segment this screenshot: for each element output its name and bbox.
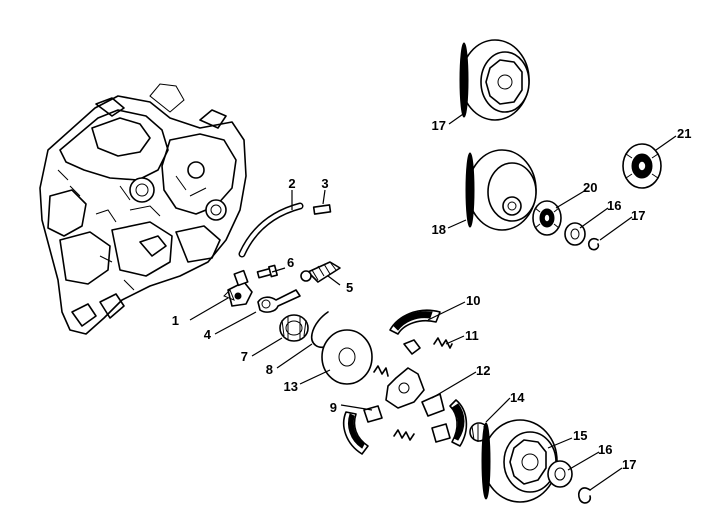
part-19-drum — [465, 149, 537, 231]
callout-4: 4 — [204, 327, 212, 342]
callout-16-upper: 16 — [607, 198, 621, 213]
clutch-spring-left — [373, 365, 389, 377]
part-8-spring-clip — [310, 311, 329, 349]
engine-housing — [39, 83, 247, 335]
callout-labels: 1 2 3 4 5 6 7 8 9 10 11 12 13 14 15 16 1… — [172, 118, 692, 472]
callout-10: 10 — [466, 293, 480, 308]
part-5-worm-gear — [300, 261, 341, 283]
callout-11: 11 — [465, 328, 479, 343]
part-10-clutch-shoe — [389, 309, 441, 335]
callout-14: 14 — [510, 390, 525, 405]
part-9-clutch-shoes — [342, 399, 468, 455]
callout-19: 18 — [432, 222, 446, 237]
leader-lines — [189, 111, 677, 491]
callout-2: 2 — [288, 176, 295, 191]
part-16-washer-upper — [564, 222, 586, 246]
callout-17-upper: 17 — [631, 208, 645, 223]
callout-3: 3 — [321, 176, 328, 191]
callout-18: 17 — [432, 118, 446, 133]
part-3-fitting — [312, 204, 332, 215]
callout-13: 13 — [284, 379, 298, 394]
callout-15: 15 — [573, 428, 587, 443]
part-21-rim-sprocket — [622, 143, 662, 189]
part-4-oil-pipe — [257, 289, 301, 313]
part-13-disc — [321, 329, 373, 385]
part-7-needle-bearing — [279, 314, 309, 342]
callout-1: 1 — [172, 313, 179, 328]
part-16-washer-lower — [547, 460, 573, 488]
part-17-eclip-lower — [577, 487, 592, 504]
callout-6: 6 — [287, 255, 294, 270]
part-11-spring — [433, 337, 453, 349]
part-20-rim-sprocket — [532, 200, 562, 236]
part-2-oil-hose — [238, 202, 304, 258]
callout-9: 9 — [330, 400, 337, 415]
callout-16-lower: 16 — [598, 442, 612, 457]
callout-21: 21 — [677, 126, 691, 141]
part-15-clutch-drum — [481, 419, 558, 503]
part-18-sprocket-drum — [459, 39, 530, 121]
part-17-eclip-upper — [587, 237, 600, 251]
callout-7: 7 — [241, 349, 248, 364]
clutch-block — [403, 339, 421, 355]
callout-20: 20 — [583, 180, 597, 195]
part-1-oil-pump — [223, 269, 253, 307]
callout-17-lower: 17 — [622, 457, 636, 472]
callout-8: 8 — [266, 362, 273, 377]
part-12-clutch-carrier — [385, 367, 445, 417]
callout-12: 12 — [476, 363, 490, 378]
callout-5: 5 — [346, 280, 353, 295]
